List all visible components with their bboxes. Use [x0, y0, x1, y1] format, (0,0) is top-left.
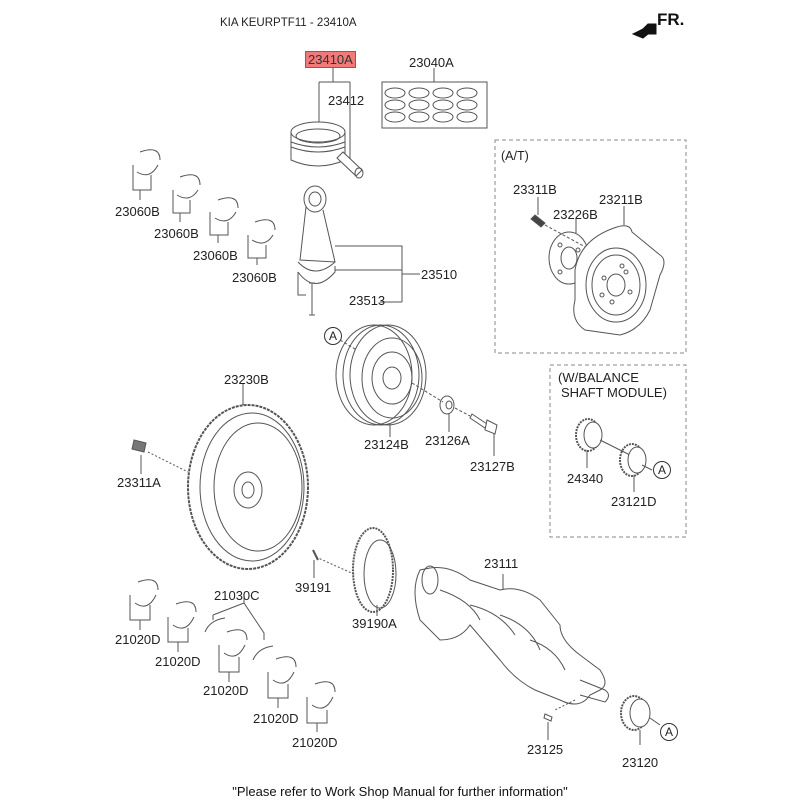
part-label-23120[interactable]: 23120	[622, 755, 659, 770]
drive-plate-icon	[573, 225, 665, 336]
footer-note: "Please refer to Work Shop Manual for fu…	[232, 784, 568, 799]
at-group-label: (A/T)	[501, 149, 529, 163]
thrust-washer-icon	[204, 617, 226, 633]
crankshaft-sprocket-icon	[620, 695, 651, 731]
leader-23510	[335, 245, 420, 303]
part-label-23060B[interactable]: 23060B	[232, 270, 277, 285]
conrod-bearing-icon	[132, 149, 276, 265]
part-label-23311B[interactable]: 23311B	[513, 182, 557, 197]
balance-drive-gear-icon	[619, 443, 647, 477]
leader-21030C	[212, 598, 265, 640]
part-label-23111[interactable]: 23111	[484, 556, 519, 571]
part-label-39191[interactable]: 39191	[295, 580, 332, 595]
part-label-39190A[interactable]: 39190A	[352, 616, 397, 631]
part-label-23040A[interactable]: 23040A	[409, 55, 454, 70]
part-label-21020D[interactable]: 21020D	[115, 632, 161, 647]
conrod-bolt-icon	[309, 282, 315, 316]
connecting-rod-icon	[297, 185, 336, 296]
part-label-23311A[interactable]: 23311A	[117, 475, 161, 490]
part-label-21020D[interactable]: 21020D	[253, 711, 299, 726]
part-label-21020D[interactable]: 21020D	[292, 735, 338, 750]
reference-marker-a: A	[653, 461, 671, 479]
washer-icon	[439, 395, 455, 415]
at-group-box	[494, 139, 687, 354]
balance-shaft-group-label-line2: SHAFT MODULE)	[561, 385, 667, 400]
part-label-21030C[interactable]: 21030C	[214, 588, 260, 603]
crankshaft-icon	[414, 565, 609, 705]
reference-marker-a: A	[660, 723, 678, 741]
main-bearing-icon	[129, 579, 336, 732]
part-label-23226B[interactable]: 23226B	[553, 207, 598, 222]
piston-icon	[290, 121, 346, 167]
part-label-23230B[interactable]: 23230B	[224, 372, 269, 387]
front-direction-label: FR.	[657, 10, 685, 29]
front-direction-arrow-icon	[631, 23, 657, 39]
piston-rings-icon	[384, 87, 478, 123]
part-label-23060B[interactable]: 23060B	[115, 204, 160, 219]
part-label-23126A[interactable]: 23126A	[425, 433, 470, 448]
part-label-23060B[interactable]: 23060B	[154, 226, 199, 241]
part-label-21020D[interactable]: 21020D	[203, 683, 249, 698]
crankshaft-pulley-icon	[335, 324, 427, 426]
balance-shaft-group-label-line1: (W/BALANCE	[558, 370, 639, 385]
flywheel-bolt-icon	[131, 439, 147, 453]
piston-rings-box	[381, 81, 488, 129]
part-label-23121D[interactable]: 23121D	[611, 494, 657, 509]
woodruff-key-icon	[543, 713, 553, 722]
diagram-title: KIA KEURPTF11 - 23410A	[220, 17, 357, 29]
part-label-23513[interactable]: 23513	[349, 293, 386, 308]
flexplate-bolt-icon	[530, 214, 546, 228]
part-label-23125[interactable]: 23125	[527, 742, 564, 757]
part-label-23060B[interactable]: 23060B	[193, 248, 238, 263]
part-label-23510[interactable]: 23510	[421, 267, 458, 282]
pulley-bolt-icon	[469, 413, 498, 435]
piston-pin-icon	[336, 151, 364, 179]
ring-gear-bolt-icon	[312, 549, 319, 561]
thrust-washer-icon	[252, 645, 274, 661]
part-label-24340[interactable]: 24340	[567, 471, 604, 486]
part-label-23412[interactable]: 23412	[328, 93, 365, 108]
part-label-21020D[interactable]: 21020D	[155, 654, 201, 669]
balance-gear-icon	[575, 418, 603, 452]
leader-23410A	[318, 67, 351, 160]
flywheel-icon	[187, 404, 309, 570]
reference-marker-a: A	[324, 327, 342, 345]
part-label-23127B[interactable]: 23127B	[470, 459, 515, 474]
part-label-23124B[interactable]: 23124B	[364, 437, 409, 452]
ring-gear-icon	[352, 527, 397, 613]
part-label-23410A-highlighted[interactable]: 23410A	[305, 51, 356, 68]
part-label-23211B[interactable]: 23211B	[599, 192, 643, 207]
